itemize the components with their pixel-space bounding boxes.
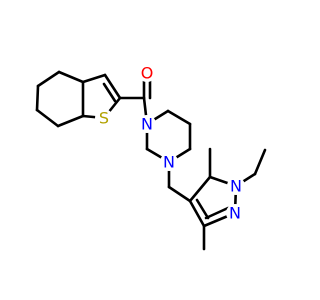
bond bbox=[253, 148, 267, 176]
bond bbox=[188, 199, 206, 228]
sulfur-label: S bbox=[99, 109, 109, 128]
atom-labels: O S N N N N bbox=[95, 64, 245, 223]
nitrogen-label: N bbox=[229, 204, 241, 223]
bond bbox=[167, 185, 192, 203]
pyrazole-nitrogen-2: N bbox=[226, 204, 244, 223]
piperazine-nitrogen-top: N bbox=[138, 115, 156, 134]
nitrogen-label: N bbox=[163, 153, 175, 172]
bond bbox=[103, 73, 122, 100]
bond bbox=[188, 175, 212, 203]
molecule-structure-diagram: O S N N N N bbox=[35, 64, 267, 251]
bond bbox=[35, 84, 40, 112]
bond bbox=[56, 114, 85, 128]
piperazine-nitrogen-bottom: N bbox=[160, 153, 178, 172]
bond bbox=[35, 108, 60, 128]
bond bbox=[195, 198, 210, 220]
bond bbox=[204, 206, 230, 220]
oxygen-atom: O bbox=[138, 64, 156, 83]
nitrogen-label: N bbox=[141, 115, 153, 134]
sulfur-atom: S bbox=[95, 109, 113, 128]
nitrogen-label: N bbox=[230, 177, 242, 196]
bond bbox=[81, 73, 107, 84]
bond bbox=[36, 70, 61, 88]
pyrazole-nitrogen-1: N bbox=[227, 177, 245, 196]
bond bbox=[57, 70, 85, 84]
bond bbox=[166, 109, 192, 126]
oxygen-label: O bbox=[141, 64, 154, 83]
bond bbox=[102, 82, 117, 103]
